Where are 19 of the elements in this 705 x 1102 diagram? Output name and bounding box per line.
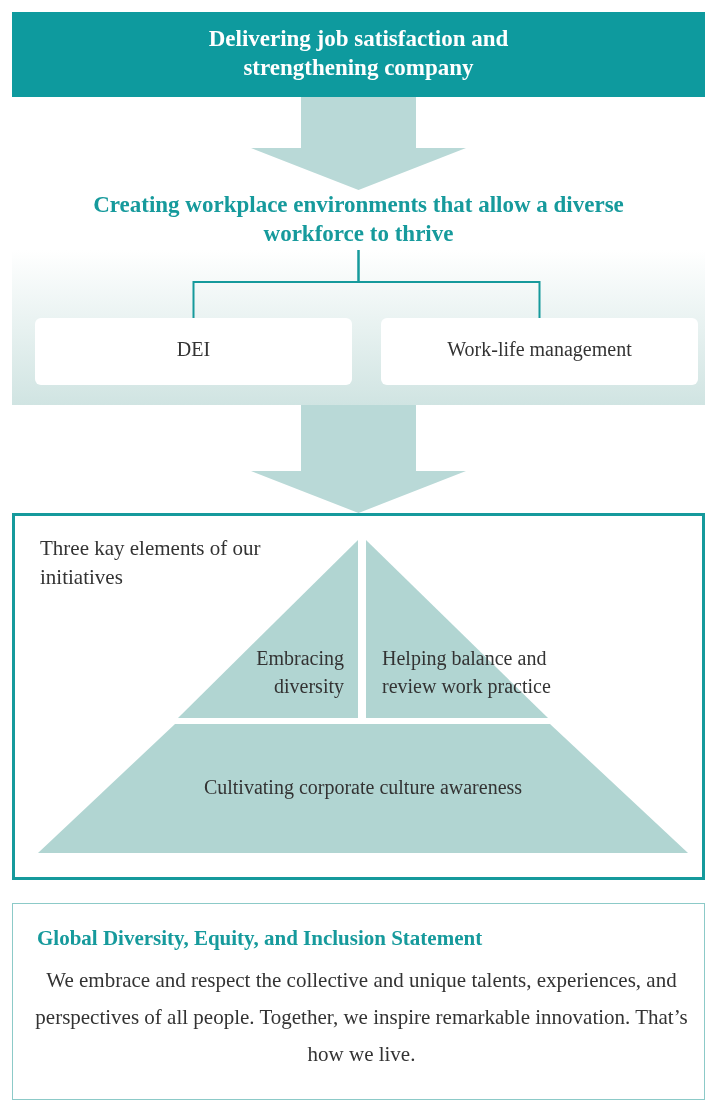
category-card [35, 318, 352, 385]
pyramid-base [38, 724, 688, 853]
segment-label: Embracing diversity [255, 646, 344, 700]
block-arrow [251, 97, 466, 190]
bracket-line [357, 249, 541, 319]
statement-heading: Global Diversity, Equity, and Inclusion Statement [37, 926, 483, 951]
panel-heading: Three kay elements of our initiatives [40, 535, 262, 591]
block-arrow [251, 405, 466, 513]
segment-label: Helping balance and review work practice [382, 646, 552, 700]
header-banner [12, 12, 705, 97]
segment-label: Cultivating corporate culture awareness [202, 776, 524, 799]
framed-panel [12, 513, 705, 880]
band-title: Creating workplace environments that allow a diverse workforce to thrive [92, 191, 625, 248]
card-label: Work-life management [446, 338, 633, 361]
statement-box [12, 903, 705, 1100]
banner-title: Delivering job satisfaction and strengthening company [207, 25, 510, 82]
category-card [381, 318, 698, 385]
card-label: DEI [175, 338, 212, 361]
statement-text: We embrace and respect the collective and unique talents, experiences, and perspectives of all people. Together, we inspire remarkable innovation. That’s how we live. [34, 967, 689, 1068]
